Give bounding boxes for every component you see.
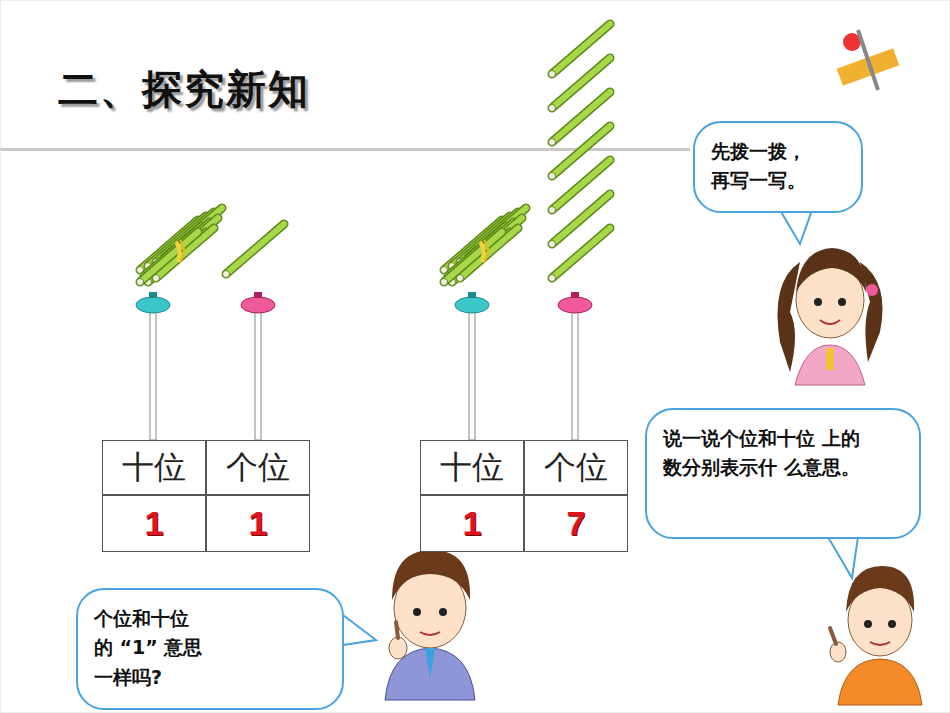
bubble-text: 说一说个位和十位 上的数分别表示什 么意思。: [663, 424, 863, 483]
slide-title: 二、探究新知: [58, 62, 310, 117]
digit-cell: 1: [102, 495, 206, 552]
digit-cell: 7: [524, 495, 628, 552]
cell-text: 7: [567, 504, 586, 543]
place-header: 个位: [524, 440, 628, 495]
digit-cell: 1: [420, 495, 524, 552]
cell-text: 1: [463, 504, 482, 543]
cell-text: 个位: [544, 446, 608, 490]
cell-text: 十位: [122, 446, 186, 490]
speech-bubble: 个位和十位 的 “1” 意思一样吗?: [76, 588, 344, 710]
digit-cell: 1: [206, 495, 310, 552]
place-header: 个位: [206, 440, 310, 495]
bubble-text: 先拨一拨， 再写一写。: [711, 137, 826, 196]
cell-text: 个位: [226, 446, 290, 490]
cell-text: 1: [145, 504, 164, 543]
place-header: 十位: [420, 440, 524, 495]
cell-text: 1: [249, 504, 268, 543]
speech-bubble: 说一说个位和十位 上的数分别表示什 么意思。: [645, 408, 921, 539]
bubble-text: 个位和十位 的 “1” 意思一样吗?: [94, 604, 204, 692]
speech-bubble: 先拨一拨， 再写一写。: [693, 121, 863, 213]
cell-text: 十位: [440, 446, 504, 490]
place-header: 十位: [102, 440, 206, 495]
